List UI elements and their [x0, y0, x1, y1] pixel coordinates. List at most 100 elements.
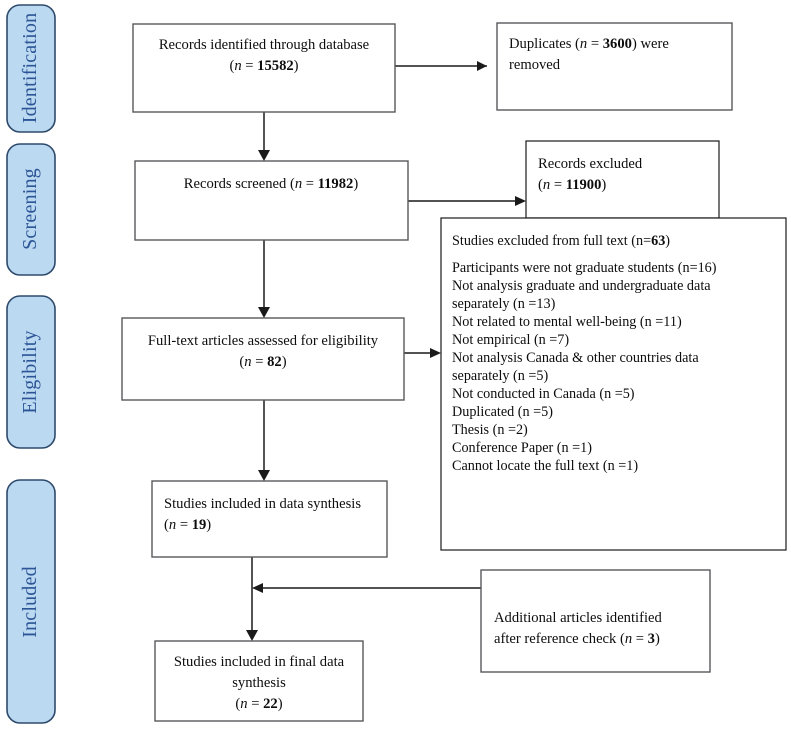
equals-symbol: =: [632, 631, 648, 647]
equals-symbol: =: [587, 36, 603, 52]
box-fulltext-assessed-line1: Full-text articles assessed for eligibil…: [148, 333, 379, 349]
exclusion-reason: Cannot locate the full text (n =1): [452, 458, 638, 474]
n-symbol: n: [234, 58, 241, 74]
stage-label-eligibility: Eligibility: [19, 330, 41, 413]
duplicates-suffix: ) were: [632, 36, 669, 52]
box-studies-excluded-fulltext-shape: [440, 217, 787, 551]
excluded-heading-suffix: ): [665, 233, 670, 249]
paren-open: (: [538, 177, 543, 193]
n-symbol: n: [240, 696, 247, 712]
excluded-heading-value: 63: [651, 233, 665, 249]
n-value: 3600: [603, 36, 632, 52]
box-included-data-synthesis-line2: (n = 19): [164, 517, 211, 533]
box-records-identified: Records identified through database (n =…: [132, 23, 396, 113]
n-symbol: n: [169, 517, 176, 533]
paren-open: (: [164, 517, 169, 533]
box-duplicates-removed-shape: [496, 22, 733, 111]
exclusion-reason: Not analysis graduate and undergraduate …: [452, 278, 711, 294]
box-fulltext-assessed-line2: (n = 82): [239, 354, 286, 370]
n-symbol: n: [244, 354, 251, 370]
additional-prefix: after reference check (: [494, 631, 625, 647]
connector-screened-to-fulltext: [258, 240, 270, 318]
connector-identified-to-screened: [258, 112, 270, 161]
box-additional-articles: Additional articles identified after ref…: [480, 569, 711, 673]
box-fulltext-assessed: Full-text articles assessed for eligibil…: [121, 317, 405, 401]
box-final-synthesis-line3: (n = 22): [235, 696, 282, 712]
connector-fulltext-to-excluded-reasons: [404, 348, 441, 358]
exclusion-reason: Duplicated (n =5): [452, 404, 553, 420]
box-studies-excluded-fulltext: Studies excluded from full text (n=63) P…: [440, 217, 787, 551]
stage-bar-included: Included: [6, 479, 56, 724]
connector-screened-to-excluded: [408, 196, 526, 206]
box-records-identified-line2: (n = 15582): [229, 58, 298, 74]
exclusion-reason: Not empirical (n =7): [452, 332, 569, 348]
box-additional-articles-line1: Additional articles identified: [494, 610, 662, 626]
n-value: 22: [263, 696, 278, 712]
stage-label-identification: Identification: [19, 13, 41, 124]
exclusion-reason: Conference Paper (n =1): [452, 440, 592, 456]
connector-fulltext-to-included: [258, 400, 270, 481]
box-included-data-synthesis: Studies included in data synthesis (n = …: [151, 480, 388, 558]
equals-symbol: =: [176, 517, 192, 533]
paren-open: (: [235, 696, 240, 712]
paren-close: ): [294, 58, 299, 74]
stage-bar-screening-shape: [6, 143, 56, 276]
stage-bar-identification: Identification: [6, 4, 56, 133]
box-final-synthesis: Studies included in final data synthesis…: [154, 640, 364, 722]
box-records-excluded-line2: (n = 11900): [538, 177, 606, 193]
equals-symbol: =: [248, 696, 264, 712]
box-studies-excluded-heading: Studies excluded from full text (n=63): [452, 233, 670, 249]
connector-identified-to-duplicates: [395, 61, 487, 71]
exclusion-reason: Not conducted in Canada (n =5): [452, 386, 635, 402]
stage-bar-identification-shape: [6, 4, 56, 133]
box-records-screened: Records screened (n = 11982): [134, 160, 409, 241]
n-value: 11982: [318, 176, 354, 192]
box-final-synthesis-line2: synthesis: [232, 675, 286, 691]
exclusion-reason: separately (n =13): [452, 296, 556, 312]
paren-close: ): [282, 354, 287, 370]
n-value: 15582: [257, 58, 293, 74]
box-records-screened-shape: [134, 160, 409, 241]
stage-bar-screening: Screening: [6, 143, 56, 276]
paren-close: ): [206, 517, 211, 533]
n-symbol: n: [295, 176, 302, 192]
n-value: 82: [267, 354, 282, 370]
duplicates-prefix: Duplicates (: [509, 36, 580, 52]
box-records-excluded: Records excluded (n = 11900): [525, 140, 720, 219]
box-additional-articles-line2: after reference check (n = 3): [494, 631, 660, 647]
box-final-synthesis-shape: [154, 640, 364, 722]
box-records-excluded-line1: Records excluded: [538, 156, 643, 172]
n-symbol: n: [580, 36, 587, 52]
box-records-identified-shape: [132, 23, 396, 113]
n-value: 3: [648, 631, 655, 647]
box-duplicates-removed: Duplicates (n = 3600) were removed: [496, 22, 733, 111]
connector-additional-to-final: [252, 583, 481, 593]
screened-suffix: ): [353, 176, 358, 192]
box-additional-articles-shape: [480, 569, 711, 673]
n-symbol: n: [543, 177, 550, 193]
box-included-data-synthesis-shape: [151, 480, 388, 558]
paren-close: ): [601, 177, 606, 193]
box-records-identified-line1: Records identified through database: [159, 37, 369, 53]
box-records-excluded-shape: [525, 140, 720, 219]
equals-symbol: =: [242, 58, 258, 74]
box-duplicates-removed-line2: removed: [509, 57, 561, 73]
box-fulltext-assessed-shape: [121, 317, 405, 401]
box-included-data-synthesis-line1: Studies included in data synthesis: [164, 496, 361, 512]
box-records-screened-line1: Records screened (n = 11982): [184, 176, 359, 192]
box-final-synthesis-line1: Studies included in final data: [174, 654, 345, 670]
exclusion-reason: Not analysis Canada & other countries da…: [452, 350, 699, 366]
n-value: 11900: [566, 177, 602, 193]
stage-bar-eligibility: Eligibility: [6, 295, 56, 449]
exclusion-reason: separately (n =5): [452, 368, 549, 384]
exclusion-reason: Participants were not graduate students …: [452, 260, 717, 276]
stage-bar-included-shape: [6, 479, 56, 724]
box-duplicates-removed-line1: Duplicates (n = 3600) were: [509, 36, 669, 52]
paren-open: (: [229, 58, 234, 74]
stage-label-included: Included: [19, 566, 41, 638]
n-value: 19: [192, 517, 207, 533]
excluded-heading-prefix: Studies excluded from full text (n=: [452, 233, 651, 249]
paren-close: ): [655, 631, 660, 647]
